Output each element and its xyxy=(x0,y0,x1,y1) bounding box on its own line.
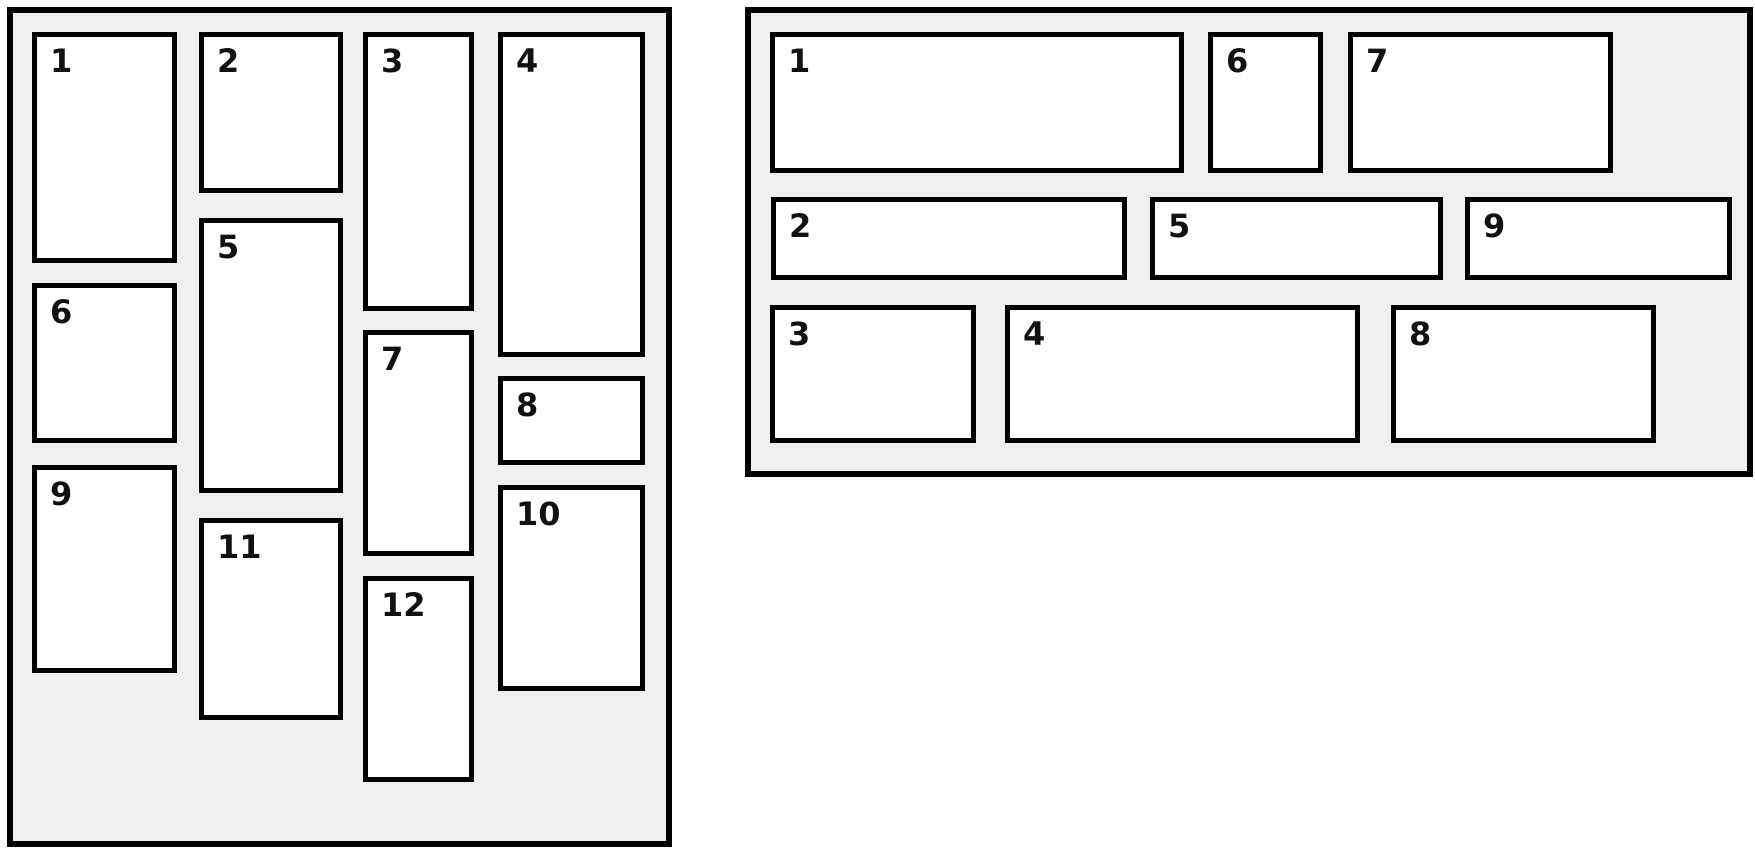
masonry-rows-panel-item-1: 1 xyxy=(770,32,1184,173)
masonry-rows-panel-item-4: 4 xyxy=(1005,305,1360,443)
item-number-label: 1 xyxy=(50,42,73,80)
masonry-rows-panel-item-9: 9 xyxy=(1465,197,1732,280)
item-number-label: 2 xyxy=(217,42,240,80)
masonry-rows-panel-item-6: 6 xyxy=(1208,32,1323,173)
item-number-label: 6 xyxy=(1226,42,1249,80)
masonry-columns-panel-item-10: 10 xyxy=(498,485,645,691)
item-number-label: 9 xyxy=(1483,207,1506,245)
masonry-columns-panel-item-12: 12 xyxy=(363,576,474,782)
item-number-label: 3 xyxy=(381,42,404,80)
masonry-columns-panel-item-11: 11 xyxy=(199,518,343,720)
masonry-columns-panel-item-1: 1 xyxy=(32,32,177,263)
item-number-label: 6 xyxy=(50,293,73,331)
item-number-label: 7 xyxy=(1366,42,1389,80)
item-number-label: 8 xyxy=(516,386,539,424)
item-number-label: 2 xyxy=(789,207,812,245)
item-number-label: 9 xyxy=(50,475,73,513)
item-number-label: 5 xyxy=(1168,207,1191,245)
masonry-rows-panel-item-7: 7 xyxy=(1348,32,1613,173)
item-number-label: 4 xyxy=(516,42,539,80)
item-number-label: 5 xyxy=(217,228,240,266)
masonry-columns-panel-item-6: 6 xyxy=(32,283,177,443)
masonry-rows-panel-item-2: 2 xyxy=(771,197,1127,280)
masonry-rows-panel-item-3: 3 xyxy=(770,305,976,443)
masonry-columns-panel-item-5: 5 xyxy=(199,218,343,493)
masonry-rows-panel-item-5: 5 xyxy=(1150,197,1443,280)
masonry-columns-panel-item-4: 4 xyxy=(498,32,645,357)
masonry-columns-panel-item-9: 9 xyxy=(32,465,177,673)
item-number-label: 3 xyxy=(788,315,811,353)
masonry-rows-panel-item-8: 8 xyxy=(1391,305,1656,443)
masonry-columns-panel-item-3: 3 xyxy=(363,32,474,311)
item-number-label: 11 xyxy=(217,528,262,566)
item-number-label: 8 xyxy=(1409,315,1432,353)
item-number-label: 12 xyxy=(381,586,426,624)
item-number-label: 10 xyxy=(516,495,561,533)
item-number-label: 4 xyxy=(1023,315,1046,353)
masonry-columns-panel-item-8: 8 xyxy=(498,376,645,465)
item-number-label: 7 xyxy=(381,340,404,378)
masonry-columns-panel-item-7: 7 xyxy=(363,330,474,556)
item-number-label: 1 xyxy=(788,42,811,80)
masonry-rows-panel: 1 2 3 4 5 6 7 8 9 xyxy=(745,7,1753,477)
masonry-columns-panel-item-2: 2 xyxy=(199,32,343,193)
